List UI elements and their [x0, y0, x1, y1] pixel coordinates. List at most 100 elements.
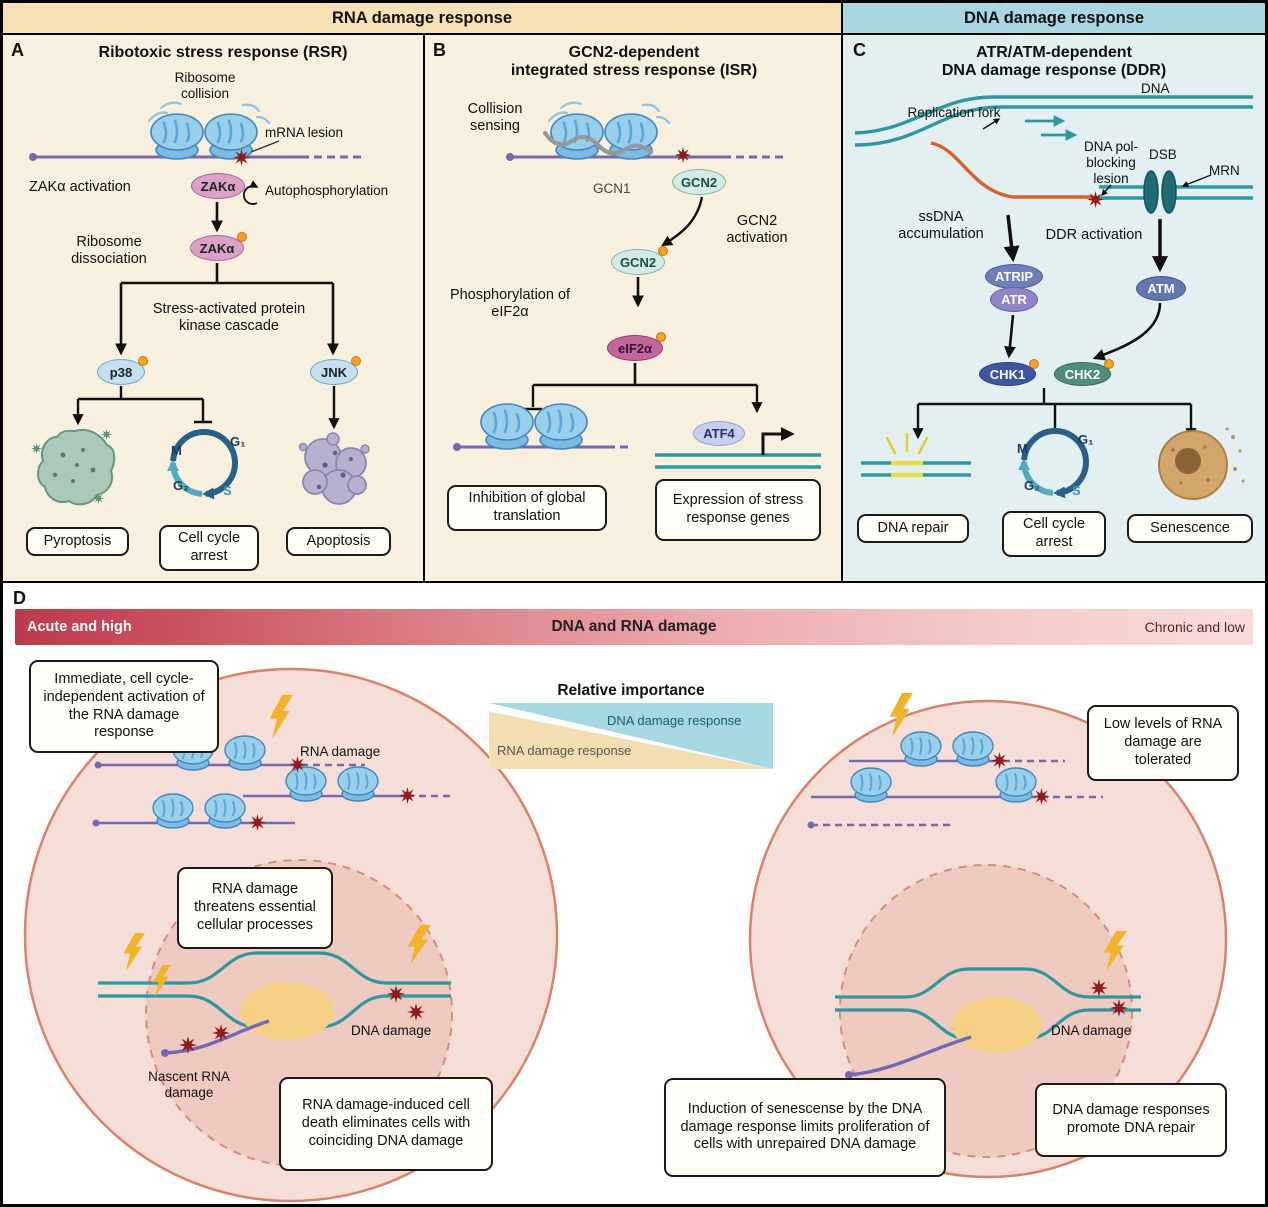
pyroptosis-burst-icon — [93, 493, 104, 504]
phospho-icon — [351, 356, 361, 366]
pyroptosis-burst-icon — [31, 443, 42, 454]
panel-b: B GCN2-dependent integrated stress respo… — [425, 35, 843, 581]
phospho-icon — [1029, 359, 1039, 369]
ribosome-dissociation-label: Ribosome dissociation — [71, 234, 147, 268]
panel-d: D Acute and high DNA and RNA damage Chro… — [3, 581, 1265, 1204]
zaka-badge-label: ZAKα — [200, 178, 236, 194]
nascent-rna-icon — [164, 1019, 270, 1055]
dna-replication-fork-icon — [854, 95, 1253, 147]
phospho-icon — [656, 332, 666, 342]
phospho-icon — [138, 356, 148, 366]
rna-damage-response-header: RNA damage response — [3, 3, 843, 35]
cell-cycle-m-label: M — [1017, 441, 1028, 456]
rna-damage-label: RNA damage — [300, 744, 381, 759]
dna-repair-label: DNA repair — [877, 519, 949, 536]
low-levels-box: Low levels of RNA damage are tolerated — [1087, 705, 1239, 781]
senescence-induction-label: Induction of senescense by the DNA damag… — [680, 1100, 930, 1153]
relative-importance-label: Relative importance — [557, 682, 705, 699]
rdr-wedge-label: RNA damage response — [497, 743, 632, 758]
ribosome-collision-label: Ribosome collision — [174, 70, 236, 102]
chronic-low-label: Chronic and low — [1144, 619, 1245, 635]
dna-repair-box: DNA repair — [857, 514, 969, 543]
dna-damage-label: DNA damage — [1051, 1023, 1132, 1038]
cell-cycle-s-label: S — [1072, 483, 1081, 498]
mrna-lesion-star-icon — [675, 147, 691, 163]
collision-sensing-label: Collision sensing — [467, 101, 523, 135]
gcn2-badge: GCN2 — [672, 169, 726, 195]
mrna-lesion-star-icon — [233, 149, 250, 166]
pyroptosis-burst-icon — [101, 429, 112, 440]
panel-c-graphics — [854, 95, 1253, 500]
pol-blocking-lesion-label: DNA pol-blocking lesion — [1083, 139, 1139, 187]
polymerase-icon — [952, 997, 1042, 1053]
cell-cycle-icon — [1018, 428, 1089, 499]
panel-b-graphics — [453, 101, 821, 469]
ribosome-icon — [203, 112, 259, 161]
pyroptosis-box: Pyroptosis — [26, 527, 129, 556]
nascent-rna-damage-star-icon — [179, 1036, 197, 1054]
chk2-badge: CHK2 — [1054, 359, 1114, 386]
dna-damage-label: DNA damage — [351, 1023, 432, 1038]
gcn2-badge-label: GCN2 — [680, 174, 718, 190]
promote-repair-label: DNA damage responses promote DNA repair — [1052, 1102, 1210, 1136]
replication-fork-label: Replication fork — [907, 105, 1001, 120]
acute-high-label: Acute and high — [27, 619, 132, 635]
low-levels-label: Low levels of RNA damage are tolerated — [1103, 716, 1223, 768]
phospho-icon — [237, 232, 247, 242]
mrna-lesion-label: mRNA lesion — [265, 125, 344, 140]
mrn-label: MRN — [1209, 163, 1240, 178]
gcn2-phospho-badge-label: GCN2 — [619, 254, 657, 270]
senescent-cell-icon — [1158, 427, 1245, 500]
ribosome-icon — [479, 402, 535, 451]
ribosome-icon — [337, 766, 379, 802]
gcn2-phospho-badge: GCN2 — [611, 246, 668, 275]
rna-header-label: RNA damage response — [331, 8, 513, 27]
cell-cycle-g2-label: G₂ — [173, 478, 189, 493]
ribosome-icon — [224, 735, 266, 771]
inhibition-box: Inhibition of global translation — [447, 485, 607, 531]
gcn1-strand-icon — [542, 130, 654, 156]
expression-label: Expression of stress response genes — [672, 492, 804, 526]
threatens-processes-label: RNA damage threatens essential cellular … — [194, 881, 316, 933]
threatens-processes-box: RNA damage threatens essential cellular … — [177, 867, 333, 949]
expression-box: Expression of stress response genes — [655, 479, 821, 541]
eif2a-badge-label: eIF2α — [617, 340, 652, 356]
ribosome-icon — [995, 767, 1037, 803]
panel-a: A Ribotoxic stress response (RSR) Riboso… — [3, 35, 425, 581]
phosphorylation-label: Phosphorylation of eIF2α — [449, 287, 571, 321]
cell-death-label: RNA damage-induced cell death eliminates… — [301, 1097, 471, 1149]
zaka-phospho-badge: ZAKα — [190, 232, 247, 261]
dsb-label: DSB — [1149, 147, 1177, 162]
atm-badge: ATM — [1136, 276, 1186, 301]
panel-d-letter: D — [13, 588, 26, 608]
phospho-icon — [658, 246, 668, 256]
ddr-wedge-label: DNA damage response — [607, 713, 742, 728]
gcn2-activation-label: GCN2 activation — [726, 213, 788, 247]
damage-gradient-bar — [15, 609, 1253, 645]
atr-badge-label: ATR — [1001, 292, 1027, 307]
rna-damage-star-icon — [249, 814, 266, 831]
dna-damage-star-icon — [1090, 979, 1108, 997]
atrip-badge-label: ATRIP — [994, 269, 1034, 284]
dna-damage-star-icon — [1110, 999, 1128, 1017]
cell-cycle-arrest-label: Cell cycle arrest — [177, 530, 241, 564]
ribosome-icon — [900, 731, 942, 767]
ddr-activation-label: DDR activation — [1045, 227, 1143, 243]
zaka-phospho-badge-label: ZAKα — [199, 240, 235, 256]
cell-death-box: RNA damage-induced cell death eliminates… — [279, 1077, 493, 1171]
transcription-start-arrow — [761, 427, 795, 455]
kinase-cascade-label: Stress-activated protein kinase cascade — [152, 301, 306, 335]
nascent-rna-damage-label: Nascent RNA damage — [148, 1069, 230, 1101]
nascent-rna-icon — [848, 1035, 972, 1077]
jnk-badge: JNK — [310, 356, 361, 385]
panel-b-title-line1: GCN2-dependent — [568, 44, 700, 61]
cell-cycle-arrest-label: Cell cycle arrest — [1022, 516, 1086, 550]
chk2-badge-label: CHK2 — [1064, 366, 1101, 382]
apoptosis-label: Apoptosis — [306, 532, 371, 549]
mrn-complex-icon — [1143, 170, 1177, 214]
dna-label: DNA — [1141, 81, 1170, 96]
rna-damage-star-icon — [399, 787, 416, 804]
dna-repair-icon — [861, 432, 971, 478]
p38-badge-label: p38 — [109, 364, 133, 380]
atrip-badge: ATRIP — [985, 264, 1043, 289]
